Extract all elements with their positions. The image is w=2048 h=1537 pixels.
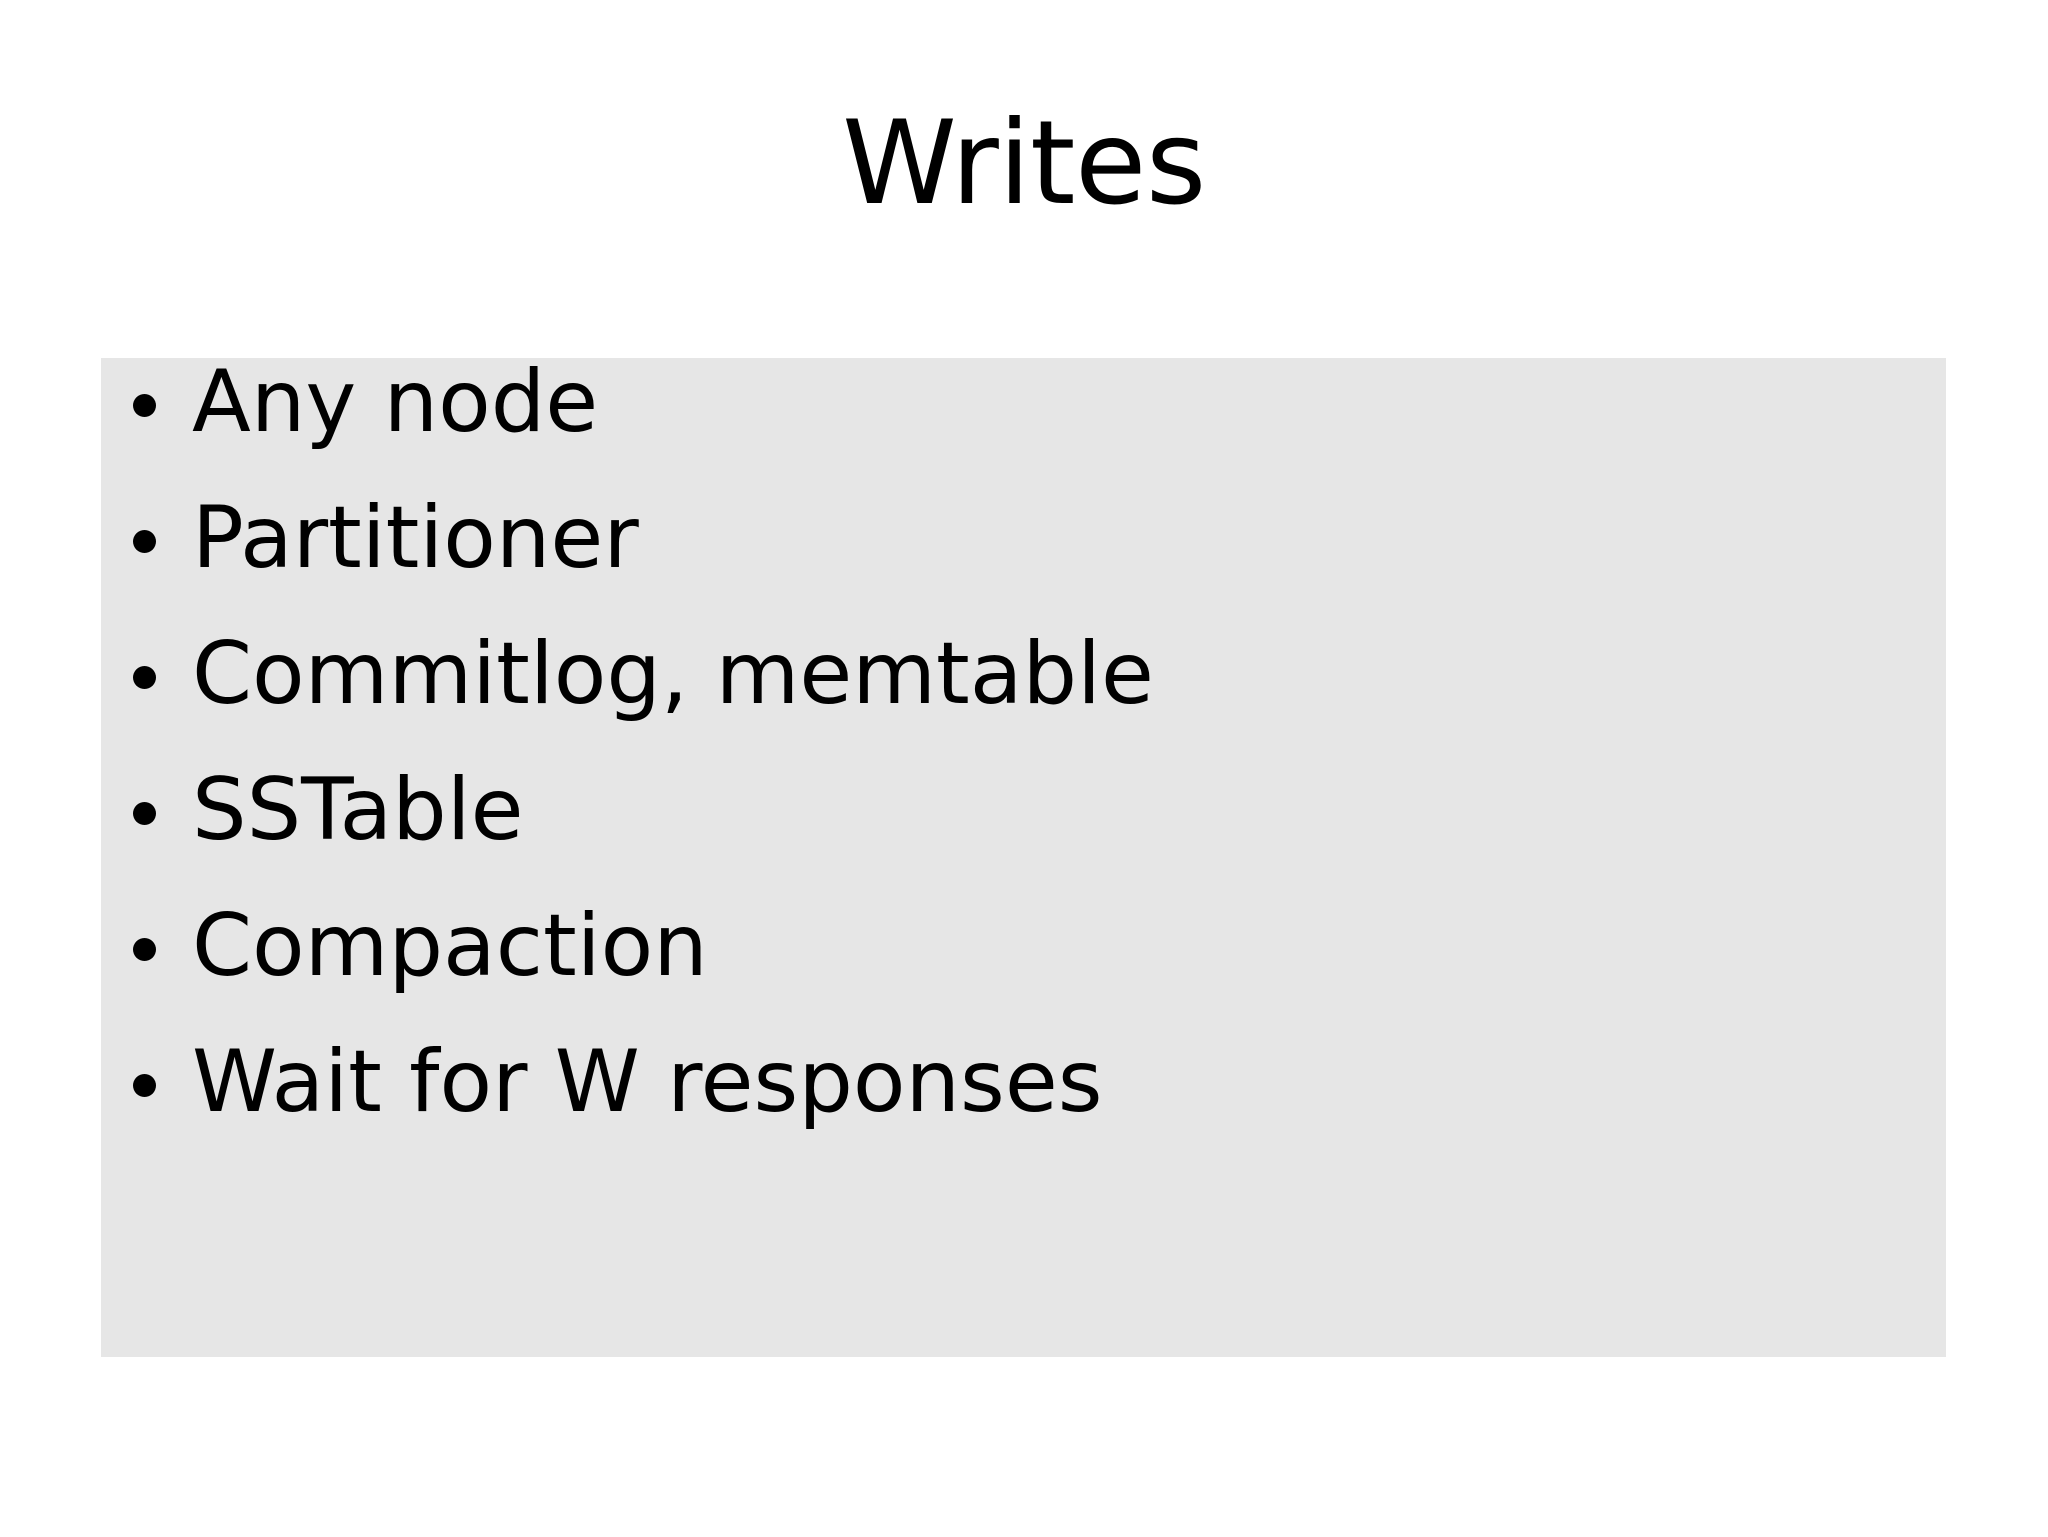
list-item: Wait for W responses xyxy=(101,1034,1946,1174)
bullet-dot-icon xyxy=(133,530,156,553)
list-item: SSTable xyxy=(101,762,1946,902)
list-item-label: Commitlog, memtable xyxy=(192,624,1154,724)
list-item-label: Wait for W responses xyxy=(192,1032,1103,1132)
bullet-dot-icon xyxy=(133,666,156,689)
list-item-label: Partitioner xyxy=(192,488,639,588)
bullet-dot-icon xyxy=(133,802,156,825)
bullet-dot-icon xyxy=(133,938,156,961)
page-title: Writes xyxy=(842,96,1206,231)
list-item: Partitioner xyxy=(101,490,1946,630)
list-item-label: Any node xyxy=(192,352,599,452)
list-item-label: SSTable xyxy=(192,760,524,860)
list-item-label: Compaction xyxy=(192,896,708,996)
list-item: Compaction xyxy=(101,898,1946,1038)
bullet-list: Any node Partitioner Commitlog, memtable… xyxy=(101,354,1946,1174)
bullet-dot-icon xyxy=(133,394,156,417)
content-panel: Any node Partitioner Commitlog, memtable… xyxy=(101,354,1946,1357)
list-item: Commitlog, memtable xyxy=(101,626,1946,766)
list-item: Any node xyxy=(101,354,1946,494)
bullet-dot-icon xyxy=(133,1074,156,1097)
